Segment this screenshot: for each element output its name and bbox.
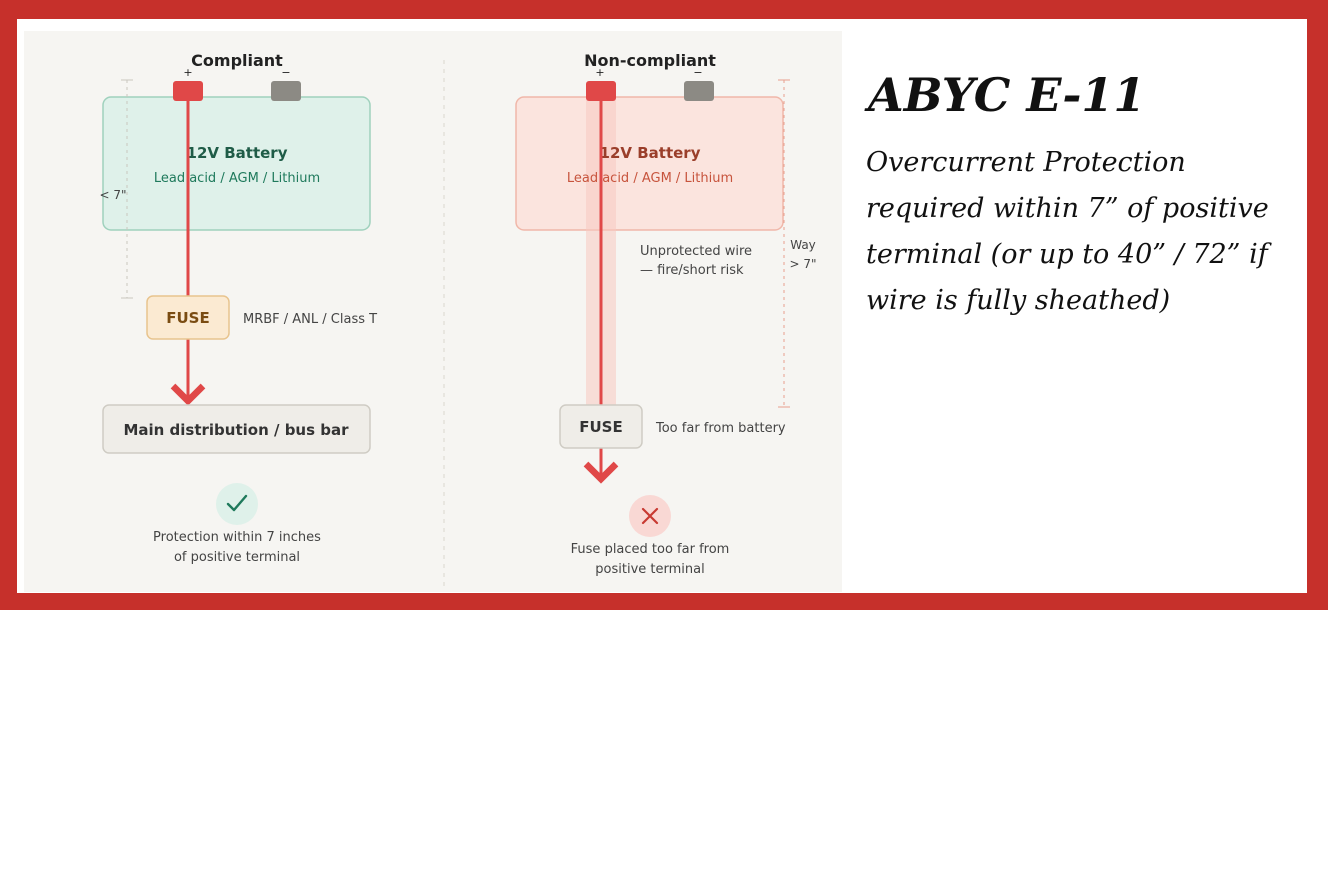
noncompliant-status-line1: Fuse placed too far from: [571, 542, 730, 557]
compliant-fuse-label: FUSE: [166, 309, 209, 327]
compliant-status-line1: Protection within 7 inches: [153, 530, 321, 545]
compliant-battery: [102, 96, 371, 231]
noncompliant-negative-terminal: [684, 81, 714, 101]
noncompliant-distance-label-line1: Way: [790, 238, 816, 252]
compliant-plus-sign: +: [183, 66, 192, 79]
compliant-fuse: [146, 295, 230, 340]
noncompliant-label: Non-compliant: [584, 51, 716, 70]
noncompliant-battery-title: 12V Battery: [600, 144, 701, 162]
compliant-status-line2: of positive terminal: [174, 550, 300, 565]
compliant-battery-title: 12V Battery: [187, 144, 288, 162]
check-icon: [226, 494, 248, 512]
rule-description: Overcurrent Protection required within 7…: [866, 147, 1269, 316]
noncompliant-battery-types: Lead acid / AGM / Lithium: [567, 171, 733, 186]
compliant-fuse-types: MRBF / ANL / Class T: [243, 312, 377, 327]
compliant-negative-terminal: [271, 81, 301, 101]
unprotected-wire-note-line2: — fire/short risk: [640, 263, 744, 278]
main-distribution-box: [102, 404, 371, 454]
noncompliant-battery: [515, 96, 784, 231]
compliant-positive-terminal: [173, 81, 203, 101]
page-title: ABYC E-11: [868, 68, 1146, 122]
unprotected-wire-note-line1: Unprotected wire: [640, 244, 752, 259]
noncompliant-minus-sign: −: [693, 66, 702, 79]
noncompliant-plus-sign: +: [595, 66, 604, 79]
compliant-battery-types: Lead acid / AGM / Lithium: [154, 171, 320, 186]
noncompliant-distance-label-line2: > 7": [789, 257, 816, 271]
noncompliant-status-line2: positive terminal: [595, 562, 704, 577]
compliant-minus-sign: −: [281, 66, 290, 79]
compliant-distance-label: < 7": [99, 188, 126, 202]
overcurrent-diagram: Compliant + − 12V Battery Lead acid / AG…: [99, 51, 817, 590]
noncompliant-positive-terminal: [586, 81, 616, 101]
cross-icon: [641, 507, 659, 525]
compliant-status-badge: [216, 483, 258, 525]
noncompliant-fuse: [559, 404, 643, 449]
compliant-label: Compliant: [191, 51, 283, 70]
main-distribution-label: Main distribution / bus bar: [123, 421, 349, 439]
noncompliant-fuse-label: FUSE: [579, 418, 622, 436]
noncompliant-fuse-note: Too far from battery: [655, 421, 786, 436]
